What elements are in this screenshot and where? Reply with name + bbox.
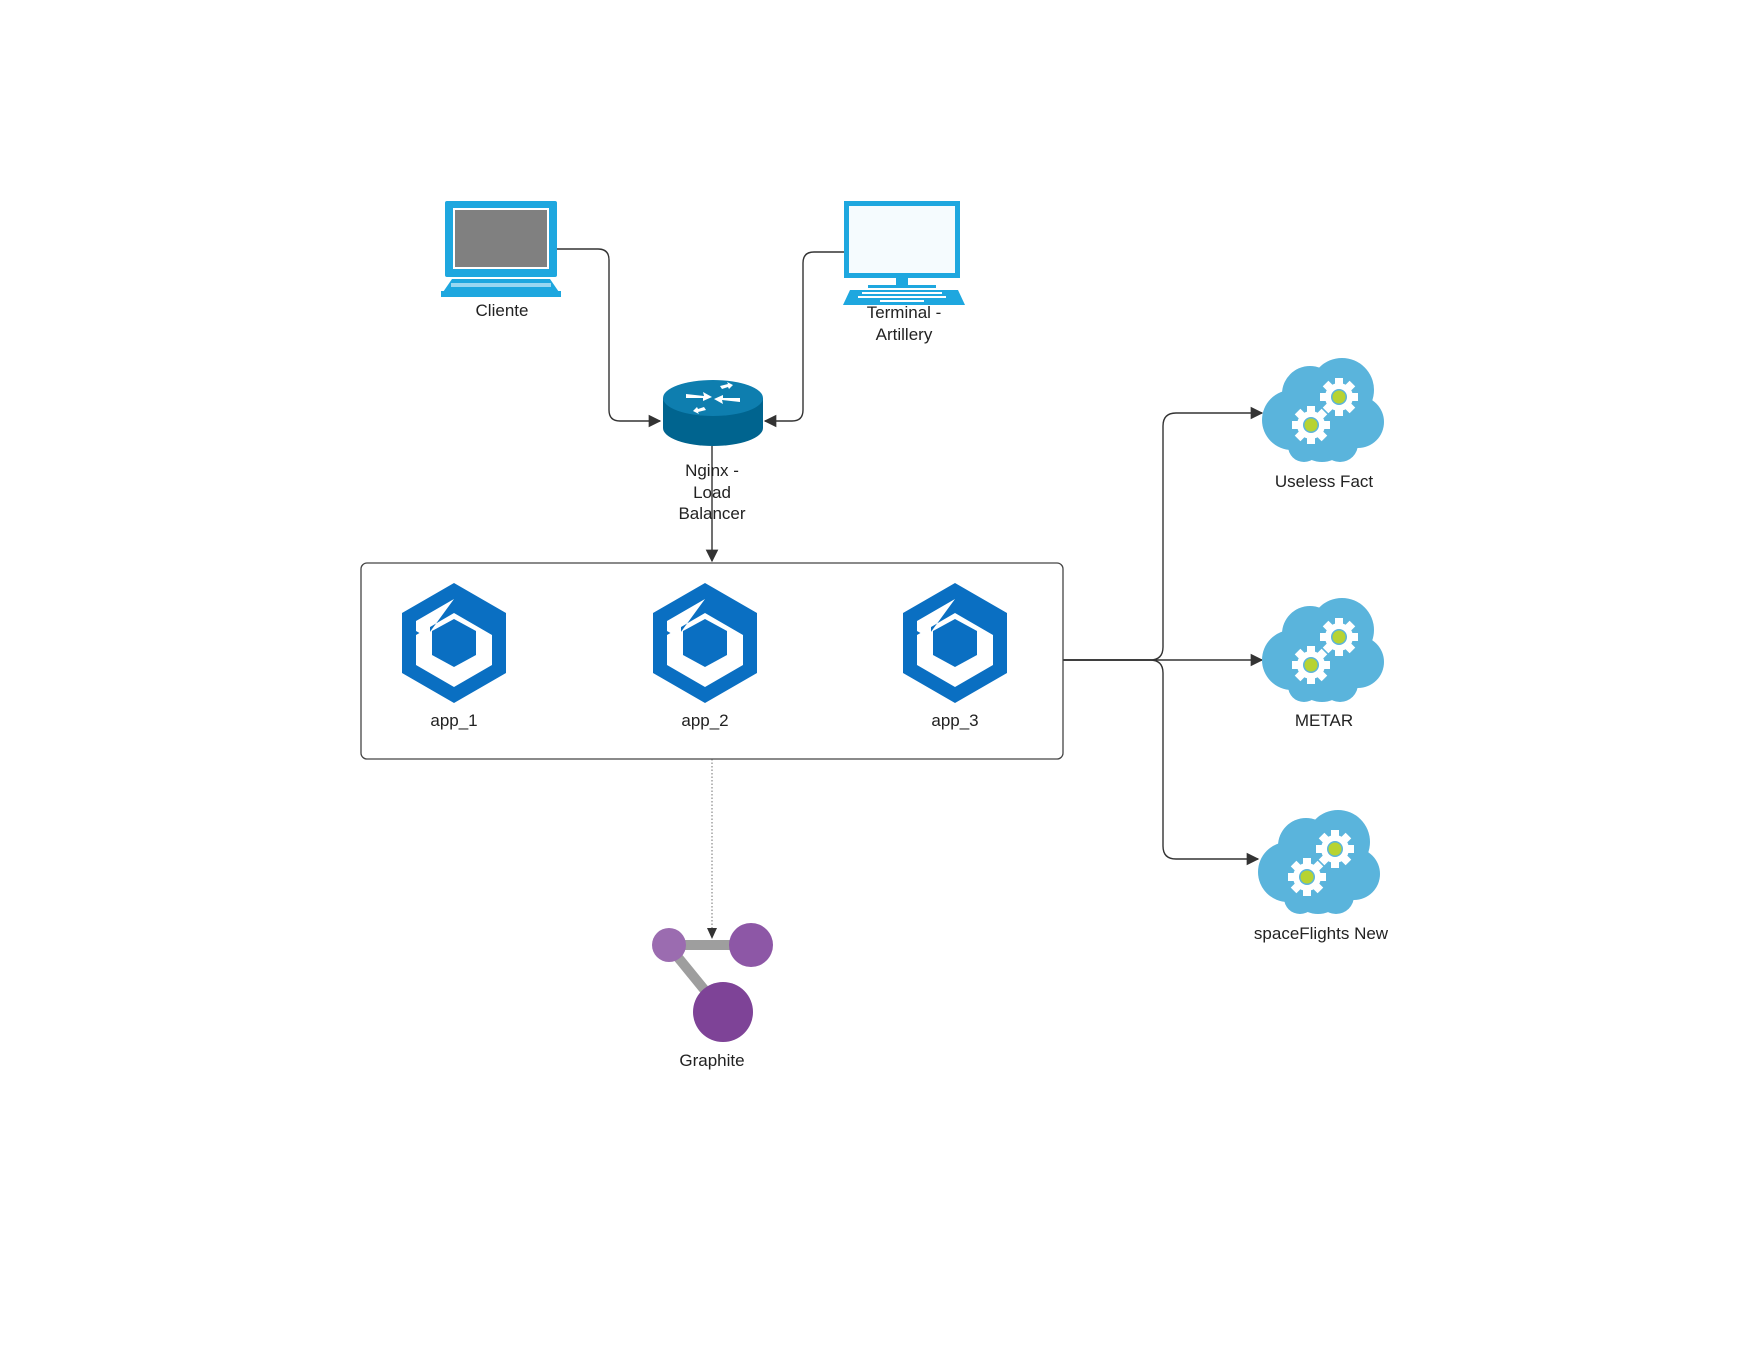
app-container-icon [903, 583, 1007, 703]
app-3-label: app_3 [931, 711, 978, 730]
edge-apps-to-graphite-arrowhead [707, 928, 717, 939]
app-container-icon [402, 583, 506, 703]
edge-apps-to-spaceflights [1063, 659, 1260, 866]
edge-apps-to-useless-fact [1063, 406, 1264, 661]
cloud-gears-icon [1262, 358, 1384, 462]
spaceflights-label: spaceFlights New [1254, 924, 1389, 943]
cloud-gears-icon [1262, 598, 1384, 702]
terminal-label-line2: Artillery [876, 325, 933, 344]
app-container-icon [653, 583, 757, 703]
laptop-icon [441, 201, 561, 297]
apps-group-container [360, 562, 1064, 760]
edge-cliente-to-nginx [552, 248, 662, 428]
app-2-label: app_2 [681, 711, 728, 730]
app-1-node[interactable]: app_1 [402, 583, 506, 730]
metar-label: METAR [1295, 711, 1353, 730]
graphite-label: Graphite [679, 1051, 744, 1070]
connectors [552, 248, 1264, 939]
router-icon [663, 380, 763, 446]
graphite-icon [652, 923, 773, 1042]
useless-fact-node[interactable]: Useless Fact [1262, 358, 1384, 491]
metar-node[interactable]: METAR [1262, 598, 1384, 730]
terminal-label-line1: Terminal - [867, 303, 942, 322]
app-3-node[interactable]: app_3 [903, 583, 1007, 730]
edge-terminal-to-nginx [763, 251, 846, 428]
cliente-node[interactable]: Cliente [441, 201, 561, 320]
spaceflights-node[interactable]: spaceFlights New [1254, 810, 1389, 943]
nginx-label-line2: Load [693, 483, 731, 502]
nginx-node[interactable]: Nginx - Load Balancer [663, 380, 763, 523]
app-1-label: app_1 [430, 711, 477, 730]
apps-group[interactable]: app_1 app_2 app_3 [360, 562, 1064, 760]
cliente-label: Cliente [476, 301, 529, 320]
desktop-monitor-icon [843, 201, 965, 305]
terminal-node[interactable]: Terminal - Artillery [843, 201, 965, 344]
nginx-label-line1: Nginx - [685, 461, 739, 480]
app-2-node[interactable]: app_2 [653, 583, 757, 730]
cloud-gears-icon [1258, 810, 1380, 914]
useless-fact-label: Useless Fact [1275, 472, 1374, 491]
graphite-node[interactable]: Graphite [652, 923, 773, 1070]
nginx-label-line3: Balancer [678, 504, 745, 523]
